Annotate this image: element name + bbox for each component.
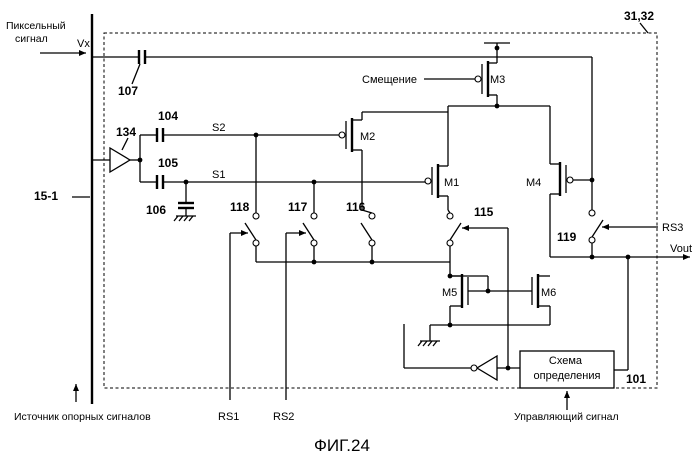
block-label-leader [640,23,648,33]
capacitor-105-label: 105 [158,156,178,170]
detection-circuit-label: Схема определения [534,355,601,382]
transistor-m2-label: M2 [360,131,375,143]
s2-label: S2 [212,122,225,134]
transistor-m1-label: M1 [444,177,459,189]
switch-116 [361,223,372,240]
vx-label: Vx [77,38,90,50]
figure-caption: ФИГ.24 [314,436,370,455]
switch-117-label: 117 [288,200,308,214]
switch-116-label: 116 [346,200,366,214]
transistor-m4-label: M4 [526,177,541,189]
switch-118-label: 118 [230,200,250,214]
detection-circuit-ref: 101 [626,372,646,386]
vout-label: Vout [670,243,692,255]
pixel-signal-label: Пиксельный сигнал [6,20,69,45]
capacitor-107-label: 107 [118,84,138,98]
line-label: 15-1 [34,189,58,203]
transistor-m5-label: M5 [442,287,457,299]
amplifier-134 [110,148,130,172]
switch-118 [245,223,256,240]
amplifier-134-label: 134 [116,125,136,139]
control-signal-label: Управляющий сигнал [514,411,619,423]
s1-label: S1 [212,169,225,181]
switch-115 [450,223,461,240]
switch-115-label: 115 [474,205,494,219]
transistor-m3-label: M3 [490,74,505,86]
switch-117 [303,223,314,240]
transistor-m6-label: M6 [541,287,556,299]
capacitor-104-label: 104 [158,109,178,123]
rs1-label: RS1 [218,411,239,423]
switch-119-label: 119 [557,230,577,244]
reference-source-label: Источник опорных сигналов [14,411,151,423]
inverter [477,356,497,380]
block-boundary [104,33,657,388]
block-label: 31,32 [624,9,654,23]
rs2-label: RS2 [273,411,294,423]
capacitor-106-label: 106 [146,203,166,217]
rs3-label: RS3 [662,222,683,234]
bias-label: Смещение [362,74,417,86]
switch-119 [592,220,603,237]
